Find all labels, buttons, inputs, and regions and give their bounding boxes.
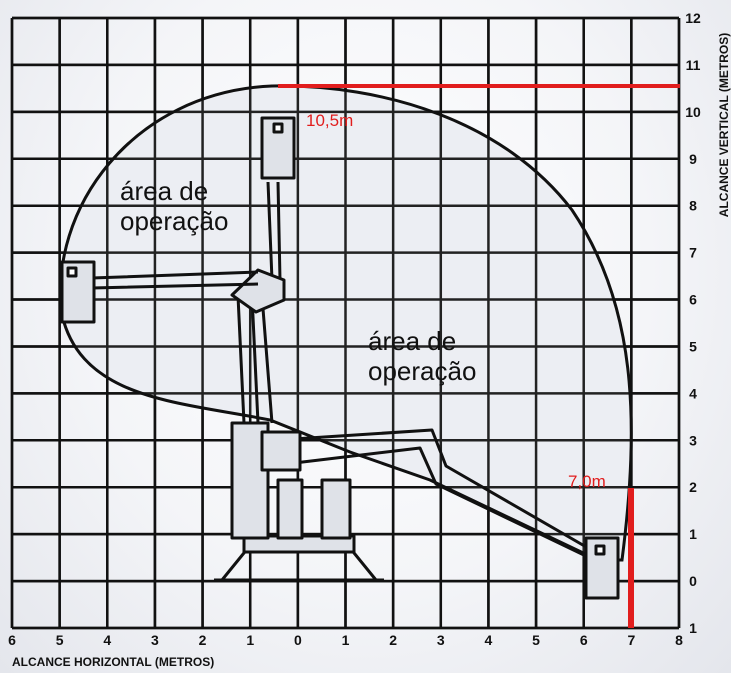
zone-label-left-line2: operação (120, 206, 228, 236)
zone-label-right-line1: área de (368, 326, 456, 356)
y-tick-label: 4 (689, 385, 697, 401)
x-tick-label: 4 (103, 632, 111, 648)
y-tick-label: 12 (685, 10, 701, 26)
x-tick-labels: 6 5 4 3 2 1 0 1 2 3 4 5 6 7 8 (8, 632, 683, 648)
x-tick-label: 2 (199, 632, 207, 648)
y-tick-label: 1 (689, 620, 697, 636)
y-tick-label: 11 (686, 57, 701, 73)
y-tick-label: 0 (689, 573, 697, 589)
x-tick-label: 7 (627, 632, 635, 648)
y-tick-label: 1 (689, 526, 697, 542)
x-tick-label: 2 (389, 632, 397, 648)
turret (230, 421, 270, 540)
x-tick-label: 4 (485, 632, 493, 648)
x-tick-label: 5 (532, 632, 540, 648)
y-tick-label: 8 (689, 198, 697, 214)
x-axis-title: ALCANCE HORIZONTAL (METROS) (12, 655, 214, 669)
x-tick-label: 0 (294, 632, 302, 648)
x-tick-label: 1 (342, 632, 350, 648)
x-tick-label: 3 (437, 632, 445, 648)
y-tick-label: 2 (689, 479, 697, 495)
zone-label-right-line2: operação (368, 356, 476, 386)
max-height-label: 10,5m (306, 111, 353, 130)
aerial-platform-drawing (60, 116, 620, 600)
vertical-boom (236, 295, 274, 424)
y-tick-label: 6 (689, 292, 697, 308)
y-tick-label: 3 (689, 432, 697, 448)
x-tick-label: 8 (675, 632, 683, 648)
x-tick-label: 5 (56, 632, 64, 648)
y-tick-label: 7 (689, 245, 697, 261)
upper-joint (230, 268, 286, 314)
zone-label-left-line1: área de (120, 176, 208, 206)
y-axis-title: ALCANCE VERTICAL (METROS) (717, 33, 731, 217)
y-tick-label: 9 (689, 151, 697, 167)
x-tick-label: 6 (8, 632, 16, 648)
lower-boom (277, 428, 589, 558)
x-tick-label: 3 (151, 632, 159, 648)
upper-arm (266, 181, 282, 281)
basket-left (60, 260, 96, 324)
y-tick-label: 5 (689, 338, 697, 354)
y-tick-label: 10 (685, 104, 701, 120)
max-outreach-label: 7,0m (568, 472, 606, 491)
x-tick-label: 1 (246, 632, 254, 648)
grid-overlay (10, 16, 681, 630)
horizontal-arm (91, 270, 259, 290)
x-tick-label: 6 (580, 632, 588, 648)
